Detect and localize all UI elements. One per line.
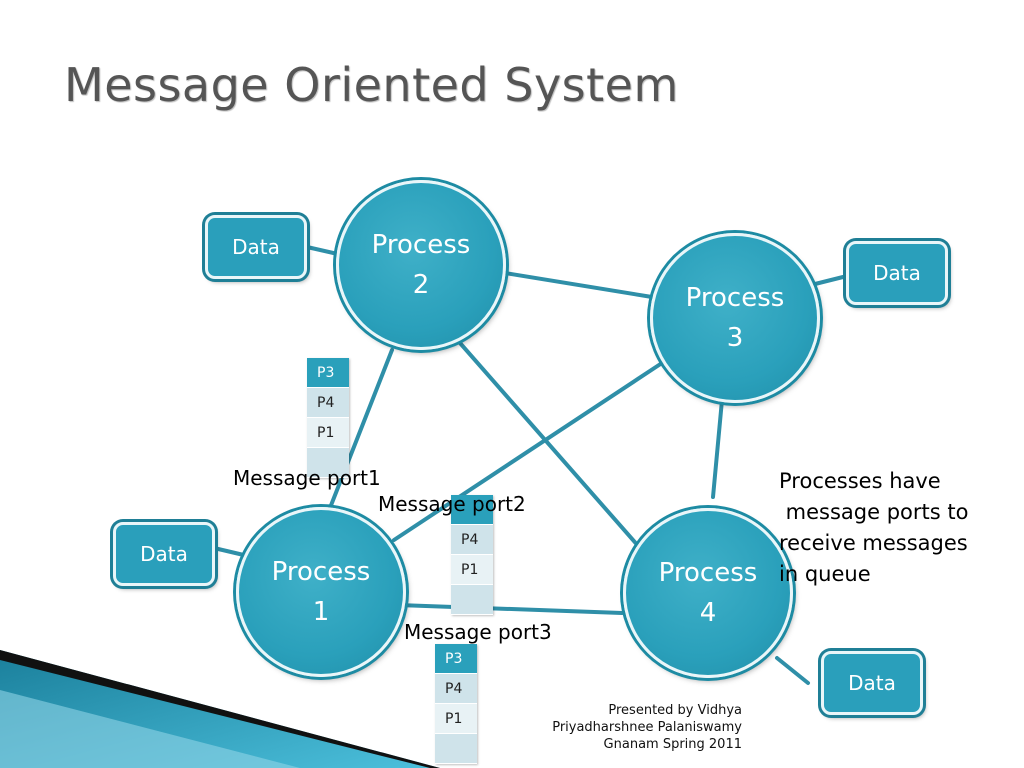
explanation-note: Processes have message ports to receive … bbox=[779, 466, 968, 590]
note-line: in queue bbox=[779, 562, 871, 586]
link-p1-p4 bbox=[396, 603, 624, 615]
process-1-node: Process 1 bbox=[236, 507, 406, 677]
process-number: 1 bbox=[312, 597, 330, 627]
queue-cell: P1 bbox=[435, 704, 477, 734]
link-p2-p1 bbox=[326, 348, 394, 515]
process-label: Process bbox=[658, 558, 758, 588]
queue-cell bbox=[435, 734, 477, 764]
presenter-credit: Presented by Vidhya Priyadharshnee Palan… bbox=[552, 702, 742, 753]
data-box-process4: Data bbox=[821, 651, 923, 715]
credit-line: Presented by Vidhya bbox=[608, 703, 742, 718]
queue-cell bbox=[451, 495, 493, 525]
data-box-process3: Data bbox=[846, 241, 948, 305]
link-data-p1 bbox=[212, 546, 250, 558]
link-data-p4 bbox=[775, 656, 810, 685]
data-label: Data bbox=[873, 261, 921, 285]
link-p2-p3 bbox=[503, 271, 654, 299]
process-2-node: Process 2 bbox=[336, 180, 506, 350]
data-box-process1: Data bbox=[113, 522, 215, 586]
process-label: Process bbox=[685, 283, 785, 313]
message-port2-label: Message port2 bbox=[378, 492, 526, 516]
link-data-p3 bbox=[813, 275, 845, 286]
queue-cell: P1 bbox=[307, 418, 349, 448]
process-label: Process bbox=[371, 230, 471, 260]
queue-cell: P4 bbox=[435, 674, 477, 704]
message-queue-2: P4 P1 bbox=[451, 495, 493, 615]
message-queue-3: P3 P4 P1 bbox=[435, 644, 477, 764]
slide-title: Message Oriented System bbox=[64, 58, 679, 112]
process-3-node: Process 3 bbox=[650, 233, 820, 403]
swoosh-light-band bbox=[0, 690, 300, 768]
data-label: Data bbox=[140, 542, 188, 566]
queue-cell: P4 bbox=[451, 525, 493, 555]
message-queue-1: P3 P4 P1 bbox=[307, 358, 349, 478]
queue-cell bbox=[451, 585, 493, 615]
process-number: 2 bbox=[412, 270, 430, 300]
note-line: receive messages bbox=[779, 531, 968, 555]
credit-line: Gnanam Spring 2011 bbox=[603, 737, 742, 752]
process-4-node: Process 4 bbox=[623, 508, 793, 678]
queue-cell: P1 bbox=[451, 555, 493, 585]
queue-cell: P4 bbox=[307, 388, 349, 418]
swoosh-dark-stroke bbox=[0, 650, 440, 768]
link-p3-p1 bbox=[392, 361, 664, 542]
note-line: Processes have bbox=[779, 469, 941, 493]
message-port3-label: Message port3 bbox=[404, 620, 552, 644]
queue-cell: P3 bbox=[307, 358, 349, 388]
link-p2-p4 bbox=[458, 341, 642, 550]
process-label: Process bbox=[271, 557, 371, 587]
link-p3-p4 bbox=[711, 398, 724, 499]
queue-cell: P3 bbox=[435, 644, 477, 674]
process-number: 3 bbox=[726, 323, 744, 353]
data-label: Data bbox=[232, 235, 280, 259]
note-line: message ports to bbox=[779, 500, 969, 524]
credit-line: Priyadharshnee Palaniswamy bbox=[552, 720, 742, 735]
process-number: 4 bbox=[699, 598, 717, 628]
message-port1-label: Message port1 bbox=[233, 466, 381, 490]
data-label: Data bbox=[848, 671, 896, 695]
data-box-process2: Data bbox=[205, 215, 307, 279]
queue-cell bbox=[307, 448, 349, 478]
